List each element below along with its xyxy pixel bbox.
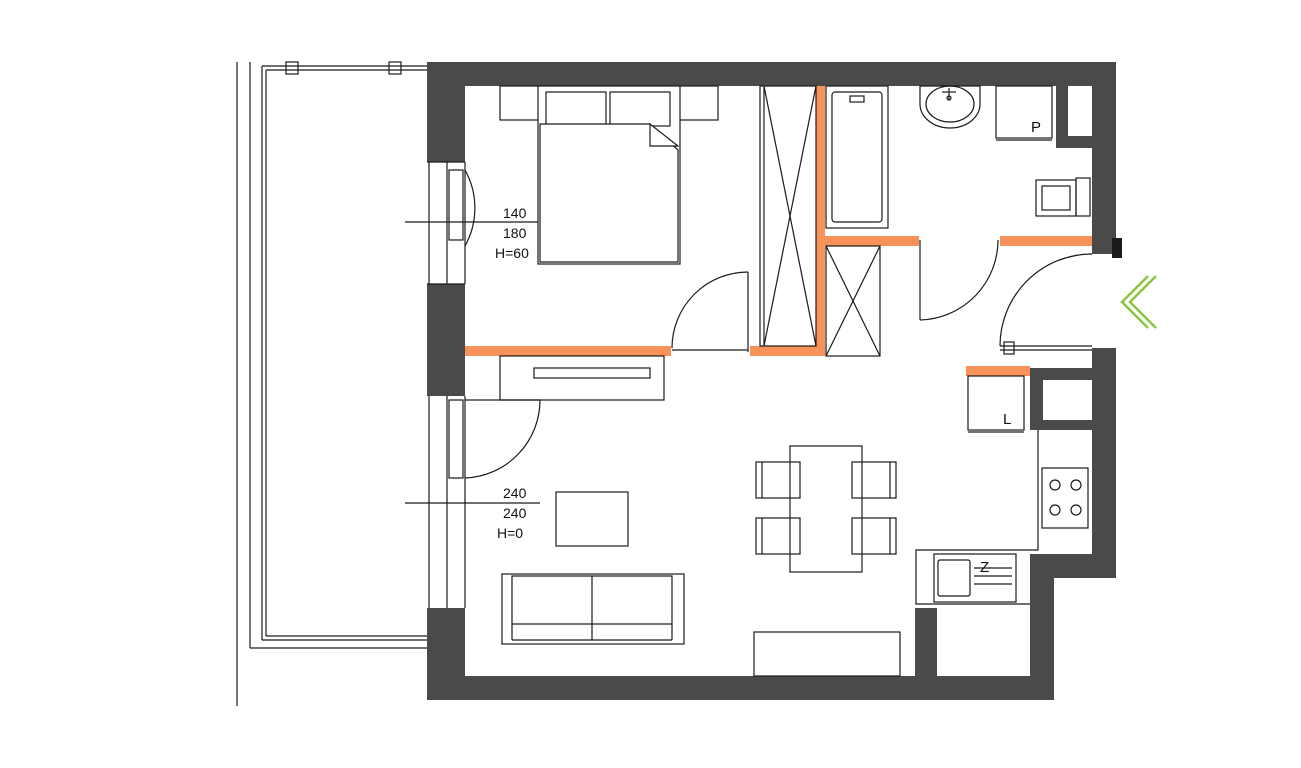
toilet bbox=[1035, 177, 1091, 217]
sofa bbox=[501, 573, 685, 645]
washing-machine: L bbox=[967, 375, 1025, 433]
bedroom-window-label: 140 180 H=60 bbox=[495, 205, 529, 261]
bathtub bbox=[825, 85, 889, 229]
hall-closet bbox=[825, 245, 881, 357]
washbasin bbox=[919, 85, 981, 129]
kitchen-counter bbox=[915, 430, 1089, 605]
double-bed bbox=[499, 85, 719, 265]
living-window-height: 240 bbox=[503, 505, 527, 521]
living-window-sill: H=0 bbox=[497, 525, 523, 541]
dining-chair bbox=[755, 517, 801, 555]
dining-chair bbox=[851, 517, 897, 555]
boiler-label: P bbox=[1031, 119, 1041, 136]
boiler: P bbox=[995, 85, 1053, 141]
coffee-table bbox=[555, 491, 629, 547]
exterior-walls bbox=[427, 62, 1116, 700]
washer-label: L bbox=[1003, 411, 1011, 428]
balcony bbox=[236, 61, 427, 706]
kitchen-sink: Z bbox=[933, 553, 1017, 603]
dining-chair bbox=[851, 461, 897, 499]
entrance-door bbox=[999, 238, 1122, 355]
dining-chair bbox=[755, 461, 801, 499]
bedroom-window-width: 140 bbox=[503, 205, 527, 221]
living-window-label: 240 240 H=0 bbox=[497, 485, 527, 541]
bedroom-window bbox=[405, 161, 540, 285]
bedroom-window-sill: H=60 bbox=[495, 245, 529, 261]
bedroom-door bbox=[671, 271, 749, 352]
living-window-width: 240 bbox=[503, 485, 527, 501]
fridge-label: Z bbox=[980, 559, 989, 576]
sideboard bbox=[753, 631, 901, 677]
entrance-arrow bbox=[1120, 275, 1157, 329]
living-window bbox=[405, 396, 541, 608]
bathroom-door bbox=[919, 239, 999, 321]
partition-walls bbox=[465, 86, 1092, 376]
wardrobe bbox=[759, 85, 817, 347]
bedroom-window-height: 180 bbox=[503, 225, 527, 241]
dining-table bbox=[755, 445, 897, 573]
tv-cabinet bbox=[499, 355, 665, 401]
